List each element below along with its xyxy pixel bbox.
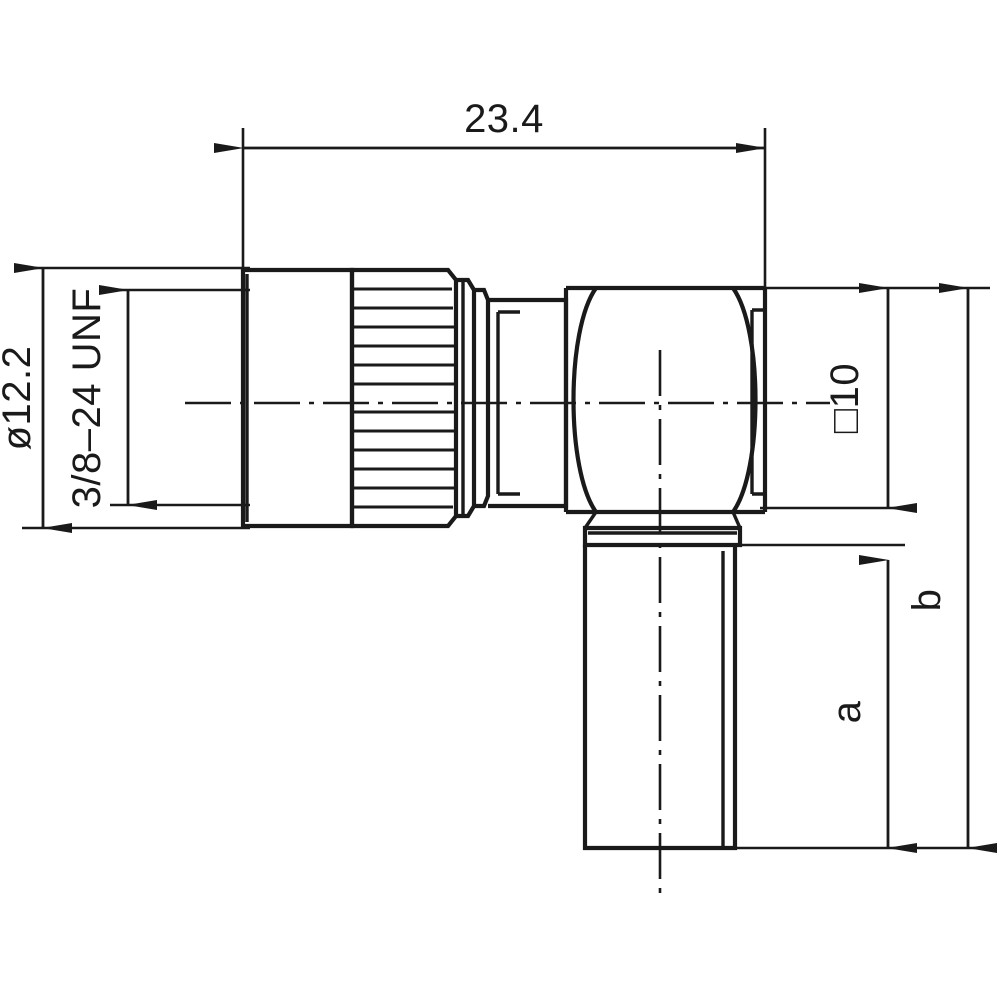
- dimension-cable-a: a: [825, 555, 917, 853]
- centre-lines: [185, 350, 830, 895]
- dimension-body-square: □10: [823, 283, 917, 513]
- dimension-cable-b: b: [905, 283, 997, 853]
- dimension-label-thread-spec: 3/8–24 UNF: [65, 288, 109, 509]
- dimension-thread-spec: 3/8–24 UNF: [65, 285, 157, 510]
- dimension-label-body-square: □10: [823, 363, 867, 433]
- knurl-hatching: [352, 287, 456, 509]
- cable-entry-ferrule: [582, 511, 743, 548]
- right-angle-body: [563, 285, 768, 515]
- dimension-outer-diameter: ø12.2: [0, 263, 72, 533]
- dimension-label-cable-a: a: [825, 700, 869, 723]
- threaded-collar: [240, 267, 355, 529]
- coupling-nut-knurled: [349, 267, 459, 529]
- extension-lines: [22, 128, 990, 850]
- dimension-label-overall-length: 23.4: [464, 97, 544, 141]
- coupling-step-rings: [456, 277, 491, 519]
- dimension-label-cable-b: b: [905, 589, 949, 612]
- dimension-overall-length: 23.4: [214, 97, 766, 153]
- dimension-label-outer-diameter: ø12.2: [0, 346, 39, 451]
